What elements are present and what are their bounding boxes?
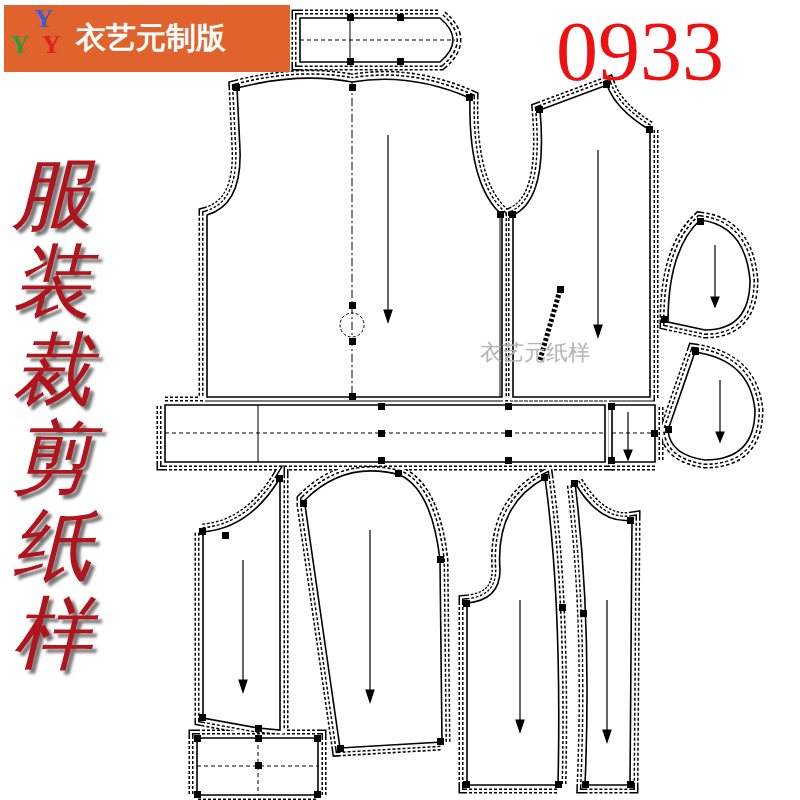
- vertical-title: 服装裁剪纸样: [12, 150, 92, 678]
- logo-letter: Y: [10, 29, 29, 60]
- pattern-number: 0933: [556, 2, 724, 103]
- brand-title: 衣艺元制版: [76, 20, 226, 56]
- watermark: 衣艺元纸样: [480, 340, 590, 366]
- logo-letter: Y: [42, 29, 61, 60]
- logo-letter: Y: [34, 3, 53, 34]
- brand-banner: YYY 衣艺元制版: [4, 5, 290, 72]
